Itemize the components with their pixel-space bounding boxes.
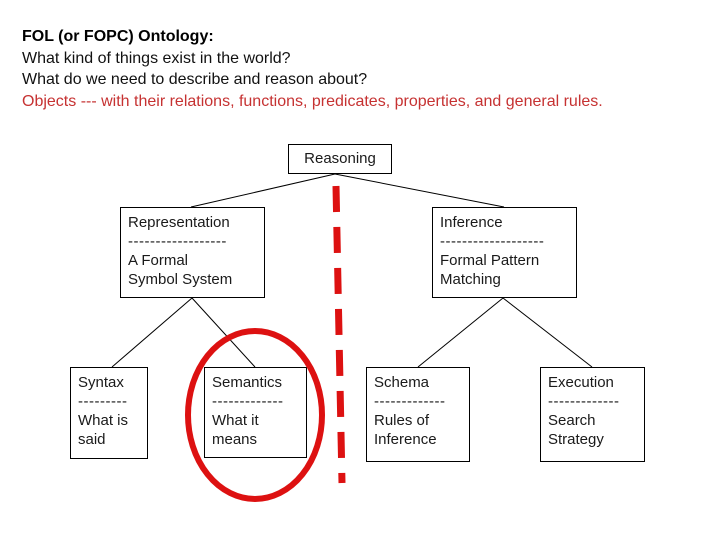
node-schema-line2: Inference [374, 431, 437, 448]
node-syntax: Syntax --------- What is said [70, 367, 148, 459]
node-inference-line2: Matching [440, 271, 501, 288]
connector-inference-schema [417, 297, 504, 368]
node-semantics-title: Semantics [212, 374, 283, 391]
node-reasoning-label: Reasoning [304, 150, 376, 167]
node-syntax-title: Syntax [78, 374, 124, 391]
node-representation-title: Representation [128, 214, 230, 231]
node-execution-line2: Strategy [548, 431, 604, 448]
node-execution-title: Execution [548, 374, 614, 391]
node-schema-divider: ------------- [374, 393, 446, 410]
node-execution-line1: Search [548, 412, 596, 429]
question-line-1: What kind of things exist in the world? [22, 49, 291, 67]
connector-representation-semantics [191, 297, 256, 368]
node-inference-title: Inference [440, 214, 503, 231]
node-execution: Execution ------------- Search Strategy [540, 367, 645, 462]
connector-representation-syntax [111, 297, 193, 368]
node-inference: Inference ------------------- Formal Pat… [432, 207, 577, 298]
connector-inference-execution [502, 297, 593, 368]
node-representation-line1: A Formal [128, 252, 189, 269]
node-syntax-line1: What is [78, 412, 129, 429]
title-block: FOL (or FOPC) Ontology: What kind of thi… [22, 26, 712, 112]
node-schema: Schema ------------- Rules of Inference [366, 367, 470, 462]
node-semantics-line2: means [212, 431, 258, 448]
connector-reasoning-inference [334, 173, 505, 208]
node-execution-divider: ------------- [548, 393, 620, 410]
slide-title: FOL (or FOPC) Ontology: [22, 28, 214, 45]
node-semantics: Semantics ------------- What it means [204, 367, 307, 458]
node-inference-divider: ------------------- [440, 233, 545, 250]
question-line-2: What do we need to describe and reason a… [22, 71, 368, 88]
node-representation-divider: ------------------ [128, 233, 227, 250]
node-reasoning: Reasoning [288, 144, 392, 174]
node-representation: Representation ------------------ A Form… [120, 207, 265, 298]
node-schema-title: Schema [374, 374, 430, 391]
objects-line: Objects --- with their relations, functi… [22, 92, 603, 110]
node-syntax-divider: --------- [78, 393, 128, 410]
node-schema-line1: Rules of [374, 412, 430, 429]
node-syntax-line2: said [78, 431, 106, 448]
node-semantics-divider: ------------- [212, 393, 284, 410]
connector-reasoning-representation [190, 173, 336, 208]
red-dashed-divider-line [332, 185, 346, 484]
node-representation-line2: Symbol System [128, 271, 233, 288]
node-semantics-line1: What it [212, 412, 259, 429]
node-inference-line1: Formal Pattern [440, 252, 540, 269]
